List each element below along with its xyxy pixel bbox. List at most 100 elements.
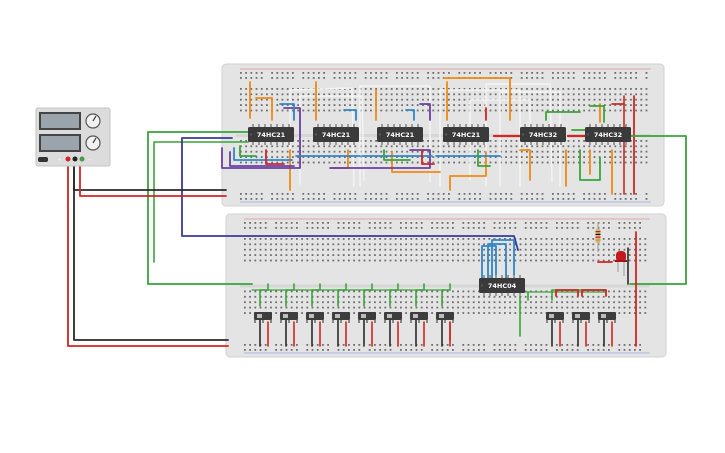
tie-point[interactable] [271, 93, 273, 96]
rail-hole[interactable] [349, 77, 351, 79]
tie-point[interactable] [281, 150, 284, 153]
tie-point[interactable] [582, 301, 584, 304]
rail-hole[interactable] [639, 222, 641, 224]
rail-hole[interactable] [467, 344, 470, 346]
tie-point[interactable] [614, 88, 617, 90]
tie-point[interactable] [467, 248, 470, 251]
tie-point[interactable] [296, 254, 298, 256]
rail-hole[interactable] [562, 72, 565, 74]
tie-point[interactable] [453, 104, 455, 106]
tie-point[interactable] [301, 306, 303, 309]
tie-point[interactable] [530, 306, 532, 309]
tie-point[interactable] [639, 306, 641, 309]
tie-point[interactable] [276, 156, 279, 158]
tie-point[interactable] [446, 301, 449, 304]
tie-point[interactable] [264, 243, 267, 246]
tie-point[interactable] [578, 145, 580, 148]
rail-hole[interactable] [509, 349, 511, 351]
tie-point[interactable] [432, 93, 435, 96]
tie-point[interactable] [540, 306, 543, 309]
tie-point[interactable] [556, 243, 558, 246]
rail-hole[interactable] [531, 72, 533, 74]
tie-point[interactable] [557, 104, 559, 106]
tie-point[interactable] [567, 104, 570, 106]
tie-point[interactable] [604, 104, 606, 106]
slide-switch[interactable] [254, 312, 272, 323]
tie-point[interactable] [567, 98, 570, 101]
tie-point[interactable] [457, 312, 459, 314]
tie-point[interactable] [602, 238, 605, 240]
tie-point[interactable] [463, 161, 466, 164]
tie-point[interactable] [442, 150, 445, 153]
tie-point[interactable] [623, 295, 626, 298]
rail-hole[interactable] [493, 349, 496, 351]
tie-point[interactable] [552, 145, 554, 148]
slide-switch[interactable] [306, 312, 324, 323]
tie-point[interactable] [344, 161, 346, 164]
tie-point[interactable] [472, 295, 475, 298]
tie-point[interactable] [296, 301, 298, 304]
tie-point[interactable] [348, 306, 350, 309]
rail-hole[interactable] [628, 344, 631, 346]
tie-point[interactable] [270, 243, 272, 246]
tie-point[interactable] [634, 238, 636, 240]
tie-point[interactable] [379, 295, 381, 298]
jumper-wire[interactable] [391, 151, 441, 173]
rail-hole[interactable] [545, 222, 548, 224]
tie-point[interactable] [635, 145, 637, 148]
tie-point[interactable] [483, 312, 485, 314]
tie-point[interactable] [307, 98, 310, 101]
rail-hole[interactable] [344, 193, 346, 195]
rail-hole[interactable] [271, 193, 273, 195]
tie-point[interactable] [628, 312, 631, 314]
tie-point[interactable] [384, 290, 387, 293]
rail-hole[interactable] [354, 193, 357, 195]
tie-point[interactable] [474, 150, 476, 153]
tie-point[interactable] [645, 104, 648, 106]
tie-point[interactable] [255, 161, 258, 164]
tie-point[interactable] [427, 150, 429, 153]
tie-point[interactable] [545, 248, 548, 251]
tie-point[interactable] [504, 254, 506, 256]
switch-slider[interactable] [549, 314, 554, 318]
rail-hole[interactable] [254, 227, 257, 229]
rail-hole[interactable] [290, 349, 293, 351]
tie-point[interactable] [270, 295, 272, 298]
tie-point[interactable] [297, 140, 299, 142]
rail-hole[interactable] [307, 77, 310, 79]
tie-point[interactable] [296, 243, 298, 246]
rail-hole[interactable] [275, 222, 277, 224]
tie-point[interactable] [250, 150, 253, 153]
rail-hole[interactable] [639, 349, 641, 351]
tie-point[interactable] [453, 109, 455, 112]
tie-point[interactable] [390, 109, 393, 112]
rail-hole[interactable] [380, 198, 383, 200]
jumper-wire[interactable] [579, 149, 601, 181]
ic-chip[interactable]: 74HC21 [377, 124, 423, 145]
tie-point[interactable] [276, 161, 279, 164]
jumper-wire[interactable] [629, 135, 687, 285]
tie-point[interactable] [432, 88, 435, 90]
tie-point[interactable] [504, 295, 506, 298]
tie-point[interactable] [458, 98, 461, 101]
rail-hole[interactable] [567, 72, 570, 74]
rail-hole[interactable] [462, 227, 465, 229]
rail-hole[interactable] [462, 344, 465, 346]
rail-hole[interactable] [524, 227, 527, 229]
tie-point[interactable] [422, 104, 424, 106]
tie-point[interactable] [588, 93, 591, 96]
switch-slider[interactable] [309, 314, 314, 318]
jumper-wire[interactable] [279, 103, 295, 121]
jumper-wire[interactable] [589, 105, 605, 123]
tie-point[interactable] [292, 104, 294, 106]
rail-hole[interactable] [280, 344, 283, 346]
rail-hole[interactable] [344, 77, 346, 79]
tie-point[interactable] [420, 301, 423, 304]
rail-hole[interactable] [318, 77, 320, 79]
tie-point[interactable] [250, 104, 253, 106]
tie-point[interactable] [613, 290, 615, 293]
tie-point[interactable] [639, 295, 641, 298]
tie-point[interactable] [260, 161, 263, 164]
tie-point[interactable] [446, 238, 449, 240]
tie-point[interactable] [478, 301, 480, 304]
